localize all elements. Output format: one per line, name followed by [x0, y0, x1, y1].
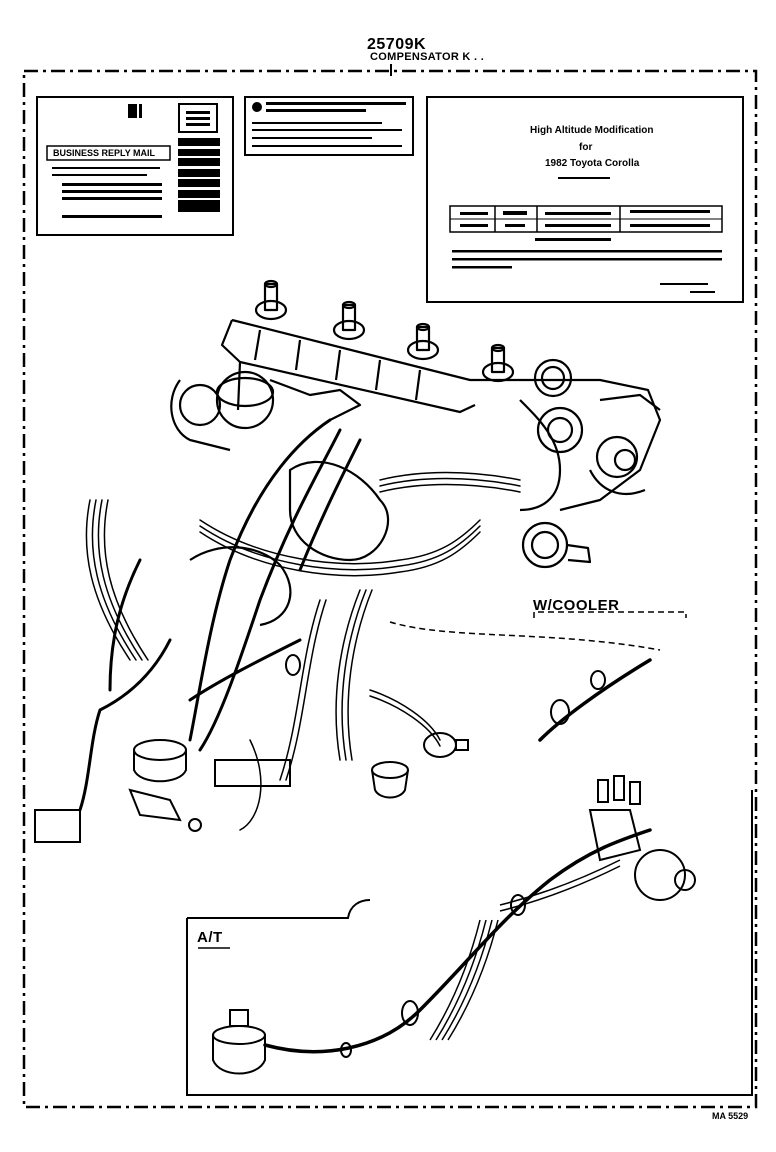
cooler-bracket [389, 611, 687, 651]
cooler-hose [538, 658, 652, 742]
reply-mail-card [36, 96, 234, 236]
engine-block [170, 279, 662, 627]
automatic-transmission-label: A/T [197, 929, 223, 946]
notice-line3: 1982 Toyota Corolla [545, 158, 640, 169]
tube-bundle [85, 471, 521, 831]
automatic-transmission-inset [186, 775, 753, 1096]
drawing-code: MA 5529 [712, 1111, 749, 1121]
diagram-frame [22, 69, 758, 1109]
label-card [244, 96, 414, 156]
with-cooler-label: W/COOLER [533, 597, 620, 614]
cooler-fittings [550, 670, 606, 725]
vacuum-valves [34, 654, 469, 843]
part-number: 25709K [367, 36, 427, 53]
part-name: COMPENSATOR K . . [370, 51, 485, 63]
notice-line2: for [579, 142, 593, 153]
notice-card [426, 96, 744, 303]
vacuum-hoses [78, 418, 362, 812]
reply-mail-title: BUSINESS REPLY MAIL [53, 148, 156, 158]
notice-title: High Altitude Modification [530, 125, 654, 136]
